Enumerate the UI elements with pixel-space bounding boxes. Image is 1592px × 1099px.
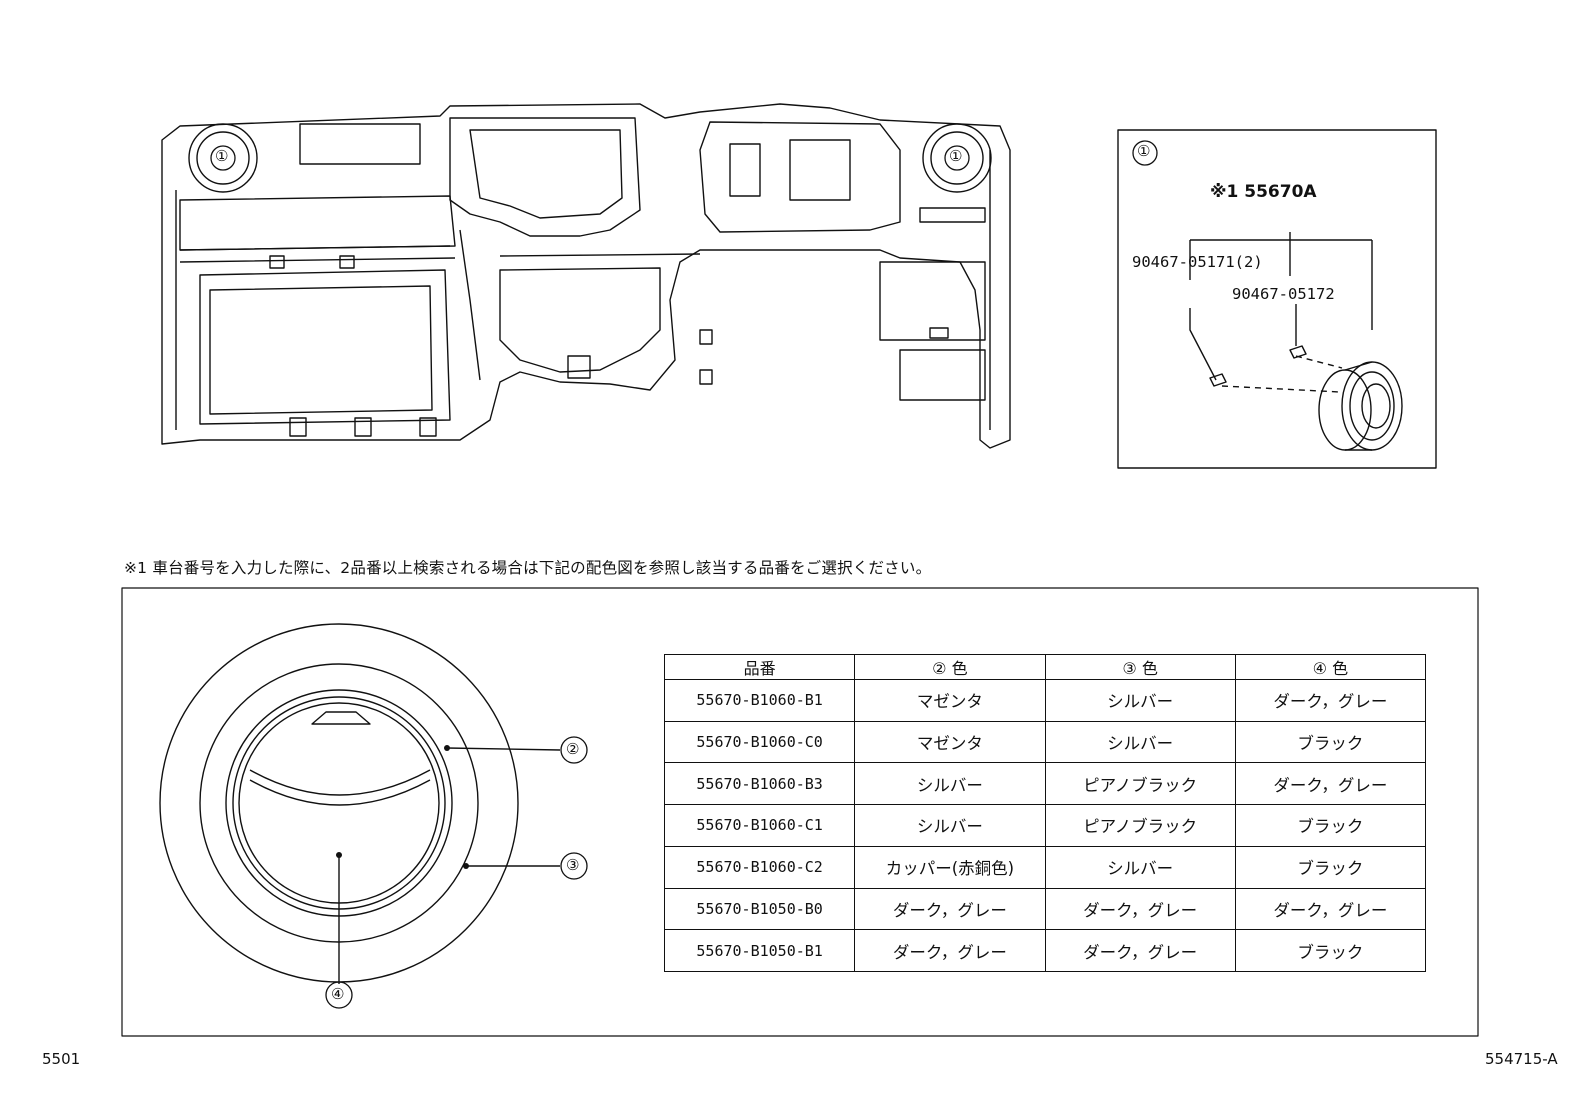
color-cell: ダーク，グレー	[854, 929, 1046, 972]
detail-marker: ①	[1137, 142, 1151, 160]
assembly-ref-label: ※1 55670A	[1210, 182, 1317, 202]
color-cell: ブラック	[1234, 720, 1427, 764]
color-cell: シルバー	[854, 762, 1046, 806]
part-number-cell[interactable]: 55670-B1060-C0	[663, 720, 856, 764]
part-number-cell[interactable]: 55670-B1060-C1	[663, 804, 856, 847]
color-cell: ブラック	[1234, 929, 1427, 972]
color-cell: ダーク，グレー	[854, 887, 1046, 931]
header-color-4: ④ 色	[1234, 654, 1427, 680]
color-cell: ピアノブラック	[1044, 762, 1236, 806]
table-row: 55670-B1060-C2 カッパー(赤銅色) シルバー ブラック	[663, 845, 1427, 889]
vent-callout-3: ③	[566, 856, 580, 874]
vent-front-view	[159, 623, 561, 984]
table-row: 55670-B1050-B1 ダーク，グレー ダーク，グレー ブラック	[663, 929, 1427, 972]
color-cell: シルバー	[1044, 679, 1236, 722]
selection-note: ※1 車台番号を入力した際に、2品番以上検索される場合は下記の配色図を参照し該当…	[124, 559, 932, 577]
callout-1-right: ①	[949, 147, 963, 165]
color-cell: マゼンタ	[854, 679, 1046, 722]
part-number-cell[interactable]: 55670-B1050-B1	[663, 929, 856, 972]
page-code-right: 554715-A	[1485, 1050, 1558, 1068]
color-cell: ブラック	[1234, 804, 1427, 847]
table-row: 55670-B1060-B1 マゼンタ シルバー ダーク，グレー	[663, 679, 1427, 722]
color-chart-frame	[121, 587, 1479, 1037]
color-cell: マゼンタ	[854, 720, 1046, 764]
color-cell: ダーク，グレー	[1234, 679, 1427, 722]
part-number-cell[interactable]: 55670-B1050-B0	[663, 887, 856, 931]
color-cell: ダーク，グレー	[1234, 762, 1427, 806]
table-row: 55670-B1050-B0 ダーク，グレー ダーク，グレー ダーク，グレー	[663, 887, 1427, 931]
color-cell: ダーク，グレー	[1234, 887, 1427, 931]
part-number-cell[interactable]: 55670-B1060-B1	[663, 679, 856, 722]
screw-part-label-1: 90467-05171(2)	[1132, 253, 1263, 271]
header-part-number: 品番	[663, 654, 856, 680]
part-number-cell[interactable]: 55670-B1060-C2	[663, 845, 856, 889]
table-row: 55670-B1060-B3 シルバー ピアノブラック ダーク，グレー	[663, 762, 1427, 806]
color-cell: カッパー(赤銅色)	[854, 845, 1046, 889]
header-color-2: ② 色	[854, 654, 1046, 680]
callout-1-left: ①	[215, 147, 229, 165]
table-row: 55670-B1060-C1 シルバー ピアノブラック ブラック	[663, 804, 1427, 847]
header-color-3: ③ 色	[1044, 654, 1236, 680]
color-cell: シルバー	[1044, 720, 1236, 764]
color-table: 品番 ② 色 ③ 色 ④ 色 55670-B1060-B1 マゼンタ シルバー …	[663, 654, 1427, 972]
detail-box-drawing	[1117, 129, 1437, 469]
color-cell: ダーク，グレー	[1044, 887, 1236, 931]
table-row: 55670-B1060-C0 マゼンタ シルバー ブラック	[663, 720, 1427, 764]
color-cell: シルバー	[854, 804, 1046, 847]
color-cell: シルバー	[1044, 845, 1236, 889]
screw-part-label-2: 90467-05172	[1232, 285, 1335, 303]
vent-callout-2: ②	[566, 740, 580, 758]
color-cell: ブラック	[1234, 845, 1427, 889]
vent-callout-4: ④	[331, 985, 345, 1003]
part-number-cell[interactable]: 55670-B1060-B3	[663, 762, 856, 806]
color-cell: ダーク，グレー	[1044, 929, 1236, 972]
table-header-row: 品番 ② 色 ③ 色 ④ 色	[663, 654, 1427, 680]
color-cell: ピアノブラック	[1044, 804, 1236, 847]
page-code-left: 5501	[42, 1050, 81, 1068]
instrument-panel-drawing	[161, 103, 1011, 449]
